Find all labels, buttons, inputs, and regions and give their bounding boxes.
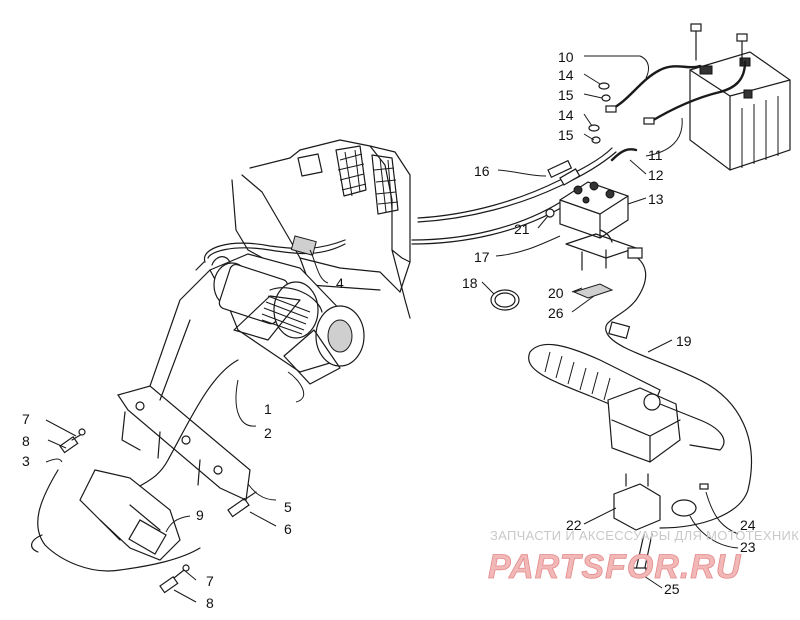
harness-cables — [411, 147, 617, 245]
callout-22: 22 — [566, 517, 582, 533]
leader-lines — [45, 55, 739, 603]
screw-24 — [699, 483, 709, 490]
callout-1: 1 — [264, 401, 272, 417]
callout-14-upper: 14 — [558, 67, 574, 83]
bolt-8-upper — [59, 433, 83, 454]
callout-26: 26 — [548, 305, 564, 321]
callout-18: 18 — [462, 275, 478, 291]
callout-24: 24 — [740, 517, 756, 533]
callout-20: 20 — [548, 285, 564, 301]
callout-4: 4 — [336, 275, 344, 291]
cable-12 — [610, 148, 638, 162]
cable-3 — [37, 469, 201, 572]
callout-7-upper: 7 — [22, 411, 30, 427]
callout-13: 13 — [648, 191, 664, 207]
watermark-logo: PARTSFOR.RU — [488, 548, 742, 586]
callout-6: 6 — [284, 521, 292, 537]
callout-2: 2 — [264, 425, 272, 441]
callout-7-lower: 7 — [206, 573, 214, 589]
callout-8-upper: 8 — [22, 433, 30, 449]
clamp-23 — [671, 499, 697, 517]
bolt-6 — [227, 491, 257, 518]
nut-21 — [545, 208, 555, 218]
callout-5: 5 — [284, 499, 292, 515]
winch-bracket — [79, 469, 181, 561]
switch-mount — [613, 483, 661, 531]
callout-9: 9 — [196, 507, 204, 523]
callout-21: 21 — [514, 221, 530, 237]
cable-11 — [648, 60, 747, 124]
bolt-8-lower — [159, 569, 185, 594]
callout-15-upper: 15 — [558, 87, 574, 103]
callout-14-lower: 14 — [558, 107, 574, 123]
washer-7-upper — [78, 428, 86, 436]
winch-motor-cable — [203, 239, 346, 263]
callout-8-lower: 8 — [206, 595, 214, 611]
cable-clamp — [490, 289, 520, 311]
callout-23: 23 — [740, 539, 756, 555]
callout-15-lower: 15 — [558, 127, 574, 143]
connector-block — [290, 235, 317, 256]
callout-3: 3 — [22, 453, 30, 469]
watermark: ЗАПЧАСТИ И АКСЕССУАРЫ ДЛЯ МОТОТЕХНИКИ PA… — [488, 528, 800, 586]
callout-16: 16 — [474, 163, 490, 179]
callout-11: 11 — [648, 147, 663, 163]
winch-assembly — [195, 253, 365, 385]
watermark-tagline: ЗАПЧАСТИ И АКСЕССУАРЫ ДЛЯ МОТОТЕХНИКИ — [490, 528, 800, 543]
washer-7-lower — [182, 564, 190, 572]
callout-19: 19 — [676, 333, 692, 349]
solenoid — [559, 181, 629, 243]
bolt-25 — [631, 533, 653, 577]
callout-17: 17 — [474, 249, 490, 265]
callout-12: 12 — [648, 167, 664, 183]
vehicle-front-frame — [231, 139, 411, 319]
switch-cable-19 — [605, 251, 752, 529]
winch-ground-cable — [139, 359, 239, 487]
callout-10: 10 — [558, 49, 574, 65]
handlebar-switch — [528, 343, 725, 463]
callout-25: 25 — [664, 581, 680, 597]
callout-labels: 1 2 3 4 5 6 7 7 8 8 9 10 11 12 13 14 14 … — [22, 49, 756, 611]
cable-10 — [608, 64, 702, 112]
battery — [689, 51, 791, 171]
